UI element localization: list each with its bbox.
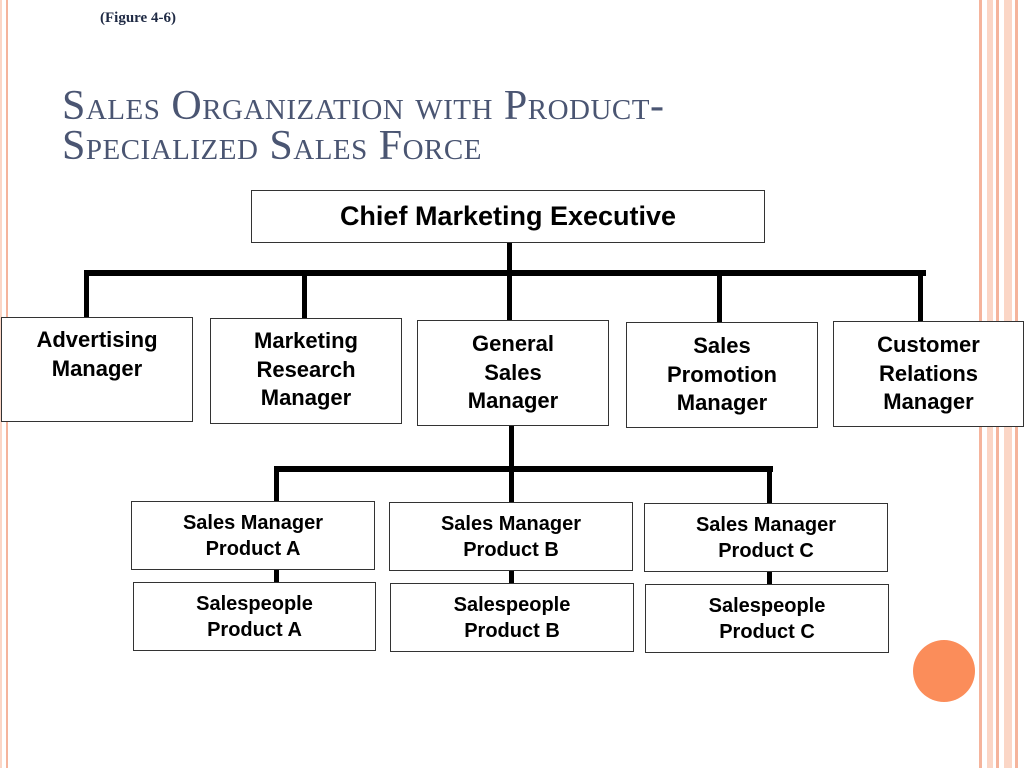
- box-salespeople-product-a: Salespeople Product A: [133, 582, 376, 651]
- box-general-sales-manager: General Sales Manager: [417, 320, 609, 426]
- box-sales-promotion-manager: Sales Promotion Manager: [626, 322, 818, 428]
- connector-to-sales-promotion: [717, 270, 722, 323]
- connector-to-sales-manager-c: [767, 466, 772, 504]
- box-label: Customer Relations Manager: [877, 332, 980, 415]
- connector-general-sales-down: [509, 425, 514, 472]
- connector-top-vertical: [507, 242, 512, 276]
- box-label: Advertising Manager: [36, 327, 158, 381]
- box-sales-manager-product-a: Sales Manager Product A: [131, 501, 375, 570]
- connector-b-to-salespeople: [509, 570, 514, 584]
- decorative-orange-circle: [913, 640, 975, 702]
- box-sales-manager-product-b: Sales Manager Product B: [389, 502, 633, 571]
- connector-to-advertising: [84, 270, 89, 318]
- box-label: General Sales Manager: [467, 331, 559, 414]
- box-label: Sales Promotion Manager: [667, 333, 777, 416]
- connector-to-sales-manager-b: [509, 466, 514, 503]
- box-label: Salespeople Product C: [708, 594, 826, 643]
- box-advertising-manager: Advertising Manager: [1, 317, 193, 422]
- box-chief-marketing-executive: Chief Marketing Executive: [251, 190, 765, 243]
- connector-a-to-salespeople: [274, 569, 279, 583]
- connector-to-customer-relations: [918, 270, 923, 322]
- box-sales-manager-product-c: Sales Manager Product C: [644, 503, 888, 572]
- connector-to-marketing-research: [302, 270, 307, 319]
- box-marketing-research-manager: Marketing Research Manager: [210, 318, 402, 424]
- connector-level3-bar: [274, 466, 773, 472]
- box-customer-relations-manager: Customer Relations Manager: [833, 321, 1024, 427]
- connector-c-to-salespeople: [767, 571, 772, 585]
- slide-title: Sales Organization with Product-Speciali…: [62, 83, 665, 169]
- box-label: Sales Manager Product C: [695, 513, 837, 562]
- box-label: Marketing Research Manager: [254, 328, 358, 411]
- connector-to-general-sales: [507, 270, 512, 321]
- box-label: Chief Marketing Executive: [339, 200, 677, 231]
- box-salespeople-product-b: Salespeople Product B: [390, 583, 634, 652]
- box-label: Salespeople Product B: [453, 593, 571, 642]
- figure-reference: (Figure 4-6): [100, 10, 176, 26]
- box-label: Sales Manager Product B: [440, 512, 582, 561]
- connector-to-sales-manager-a: [274, 466, 279, 502]
- box-label: Sales Manager Product A: [182, 511, 324, 560]
- box-salespeople-product-c: Salespeople Product C: [645, 584, 889, 653]
- connector-level2-bar: [84, 270, 926, 276]
- box-label: Salespeople Product A: [196, 592, 313, 641]
